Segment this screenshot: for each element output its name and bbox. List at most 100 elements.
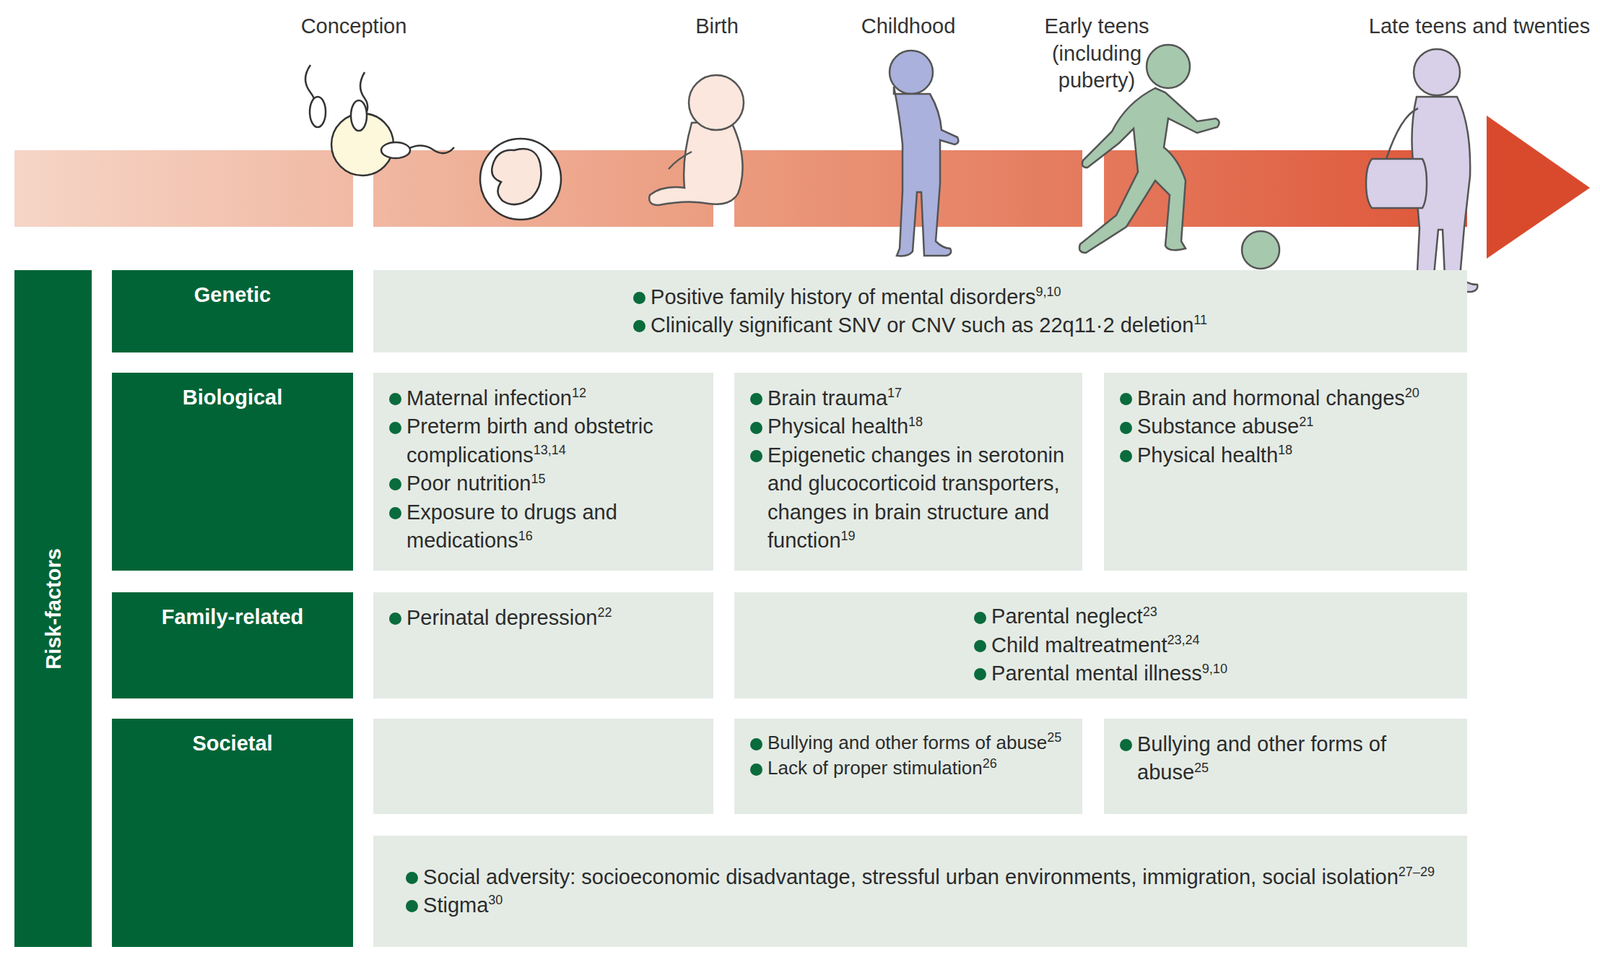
reference-number: 9,10 xyxy=(1202,661,1228,676)
reference-number: 13,14 xyxy=(533,442,567,458)
stage-label: Conception xyxy=(301,12,408,41)
band-title: Risk-factors xyxy=(41,548,65,670)
reference-number: 21 xyxy=(1298,414,1314,429)
bullet-item: Bullying and other forms of abuse25 xyxy=(1119,729,1452,788)
baby-figure xyxy=(649,75,744,206)
risk-factors-band: Risk-factors xyxy=(14,270,92,947)
category-title: Biological xyxy=(182,385,284,409)
conception-figure xyxy=(305,64,455,176)
bullet-item: Social adversity: socioeconomic disadvan… xyxy=(405,862,1435,891)
risk-panel: Parental neglect23Child maltreatment23,2… xyxy=(734,592,1468,699)
reference-number: 22 xyxy=(597,605,612,620)
bullet-list: Perinatal depression22 xyxy=(389,603,698,632)
reference-number: 9,10 xyxy=(1036,284,1062,299)
bullet-list: Brain and hormonal changes20Substance ab… xyxy=(1119,384,1452,470)
risk-factor-text: Lack of proper stimulation xyxy=(767,756,983,779)
bullet-item: Bullying and other forms of abuse25 xyxy=(750,729,1067,756)
category-header: Societal xyxy=(111,718,354,947)
reference-number: 25 xyxy=(1046,729,1062,745)
reference-number: 11 xyxy=(1193,312,1208,328)
bullet-item: Perinatal depression22 xyxy=(389,603,698,632)
bullet-list: Positive family history of mental disord… xyxy=(633,283,1208,341)
risk-factor-text: Stigma xyxy=(423,893,489,917)
risk-panel: Maternal infection12Preterm birth and ob… xyxy=(373,372,714,571)
bullet-item: Maternal infection12 xyxy=(389,384,698,413)
risk-factor-text: Bullying and other forms of abuse xyxy=(1137,732,1387,784)
risk-panel: Bullying and other forms of abuse25 xyxy=(1103,718,1468,814)
risk-factor-text: Preterm birth and obstetric complication… xyxy=(406,414,654,466)
risk-factor-text: Physical health xyxy=(767,414,909,438)
bullet-item: Substance abuse21 xyxy=(1119,412,1452,441)
category-title: Genetic xyxy=(194,283,271,307)
bullet-list: Brain trauma17Physical health18Epigeneti… xyxy=(750,384,1067,556)
reference-number: 18 xyxy=(1277,442,1293,458)
bullet-item: Lack of proper stimulation26 xyxy=(750,755,1067,781)
reference-number: 12 xyxy=(571,385,587,400)
risk-factor-text: Social adversity: socioeconomic disadvan… xyxy=(423,864,1399,889)
bullet-item: Parental mental illness9,10 xyxy=(974,659,1228,688)
stage-label: Birth xyxy=(695,12,739,41)
bullet-item: Child maltreatment23,24 xyxy=(974,631,1228,660)
reference-number: 19 xyxy=(841,528,856,543)
risk-factor-text: Child maltreatment xyxy=(991,633,1167,657)
risk-factor-text: Substance abuse xyxy=(1137,414,1299,438)
risk-factor-text: Parental neglect xyxy=(991,604,1143,628)
reference-number: 17 xyxy=(887,385,902,400)
reference-number: 23 xyxy=(1142,604,1158,619)
bullet-list: Bullying and other forms of abuse25Lack … xyxy=(750,729,1067,782)
category-header: Family-related xyxy=(111,592,354,699)
reference-number: 16 xyxy=(518,528,533,543)
stage-label: Late teens and twenties xyxy=(1368,12,1590,41)
bullet-item: Stigma30 xyxy=(405,890,1435,920)
bullet-item: Brain and hormonal changes20 xyxy=(1119,384,1452,413)
risk-panel: Brain trauma17Physical health18Epigeneti… xyxy=(734,372,1083,571)
reference-number: 30 xyxy=(488,892,503,907)
risk-factor-text: Exposure to drugs and medications xyxy=(406,500,618,552)
category-title: Societal xyxy=(192,731,273,755)
risk-factor-text: Maternal infection xyxy=(406,386,572,410)
bullet-item: Clinically significant SNV or CNV such a… xyxy=(633,311,1208,340)
timeline-band xyxy=(14,115,1590,259)
risk-factor-text: Physical health xyxy=(1137,443,1278,467)
risk-factor-text: Perinatal depression xyxy=(406,605,598,629)
reference-number: 20 xyxy=(1405,385,1420,400)
bullet-item: Epigenetic changes in serotonin and gluc… xyxy=(750,441,1067,556)
risk-panel: Perinatal depression22 xyxy=(373,592,714,699)
adult-figure xyxy=(1366,49,1478,294)
risk-factor-text: Bullying and other forms of abuse xyxy=(767,731,1047,754)
fetus-figure xyxy=(480,138,562,220)
risk-factor-text: Epigenetic changes in serotonin and gluc… xyxy=(767,443,1065,552)
child-figure xyxy=(889,50,959,256)
bullet-item: Physical health18 xyxy=(750,412,1067,441)
bullet-list: Parental neglect23Child maltreatment23,2… xyxy=(974,602,1228,688)
reference-number: 25 xyxy=(1194,760,1209,775)
risk-panel: Bullying and other forms of abuse25Lack … xyxy=(734,718,1083,814)
risk-factor-text: Positive family history of mental disord… xyxy=(650,285,1036,309)
empty-panel xyxy=(373,718,714,814)
bullet-item: Poor nutrition15 xyxy=(389,469,698,498)
risk-panel: Brain and hormonal changes20Substance ab… xyxy=(1103,372,1468,571)
risk-panel: Positive family history of mental disord… xyxy=(373,270,1468,353)
risk-factor-text: Brain trauma xyxy=(767,386,888,410)
bullet-list: Social adversity: socioeconomic disadvan… xyxy=(405,862,1435,920)
category-title: Family-related xyxy=(161,605,304,629)
risk-factor-text: Parental mental illness xyxy=(991,661,1203,685)
risk-factor-text: Clinically significant SNV or CNV such a… xyxy=(650,313,1194,337)
bullet-item: Preterm birth and obstetric complication… xyxy=(389,412,698,470)
bullet-item: Exposure to drugs and medications16 xyxy=(389,498,698,556)
reference-number: 15 xyxy=(531,471,546,486)
bullet-list: Maternal infection12Preterm birth and ob… xyxy=(389,384,698,556)
stage-label: Childhood xyxy=(861,12,956,41)
reference-number: 23,24 xyxy=(1166,632,1200,647)
reference-number: 27–29 xyxy=(1398,864,1435,879)
bullet-item: Physical health18 xyxy=(1119,441,1452,470)
reference-number: 26 xyxy=(982,755,998,771)
category-header: Biological xyxy=(111,372,354,571)
reference-number: 18 xyxy=(908,414,923,429)
risk-factor-text: Brain and hormonal changes xyxy=(1137,386,1406,410)
stage-label: Early teens (including puberty) xyxy=(1031,12,1162,95)
risk-factor-text: Poor nutrition xyxy=(406,471,532,495)
category-header: Genetic xyxy=(111,270,354,353)
bullet-item: Brain trauma17 xyxy=(750,384,1067,413)
risk-panel: Social adversity: socioeconomic disadvan… xyxy=(373,835,1468,947)
